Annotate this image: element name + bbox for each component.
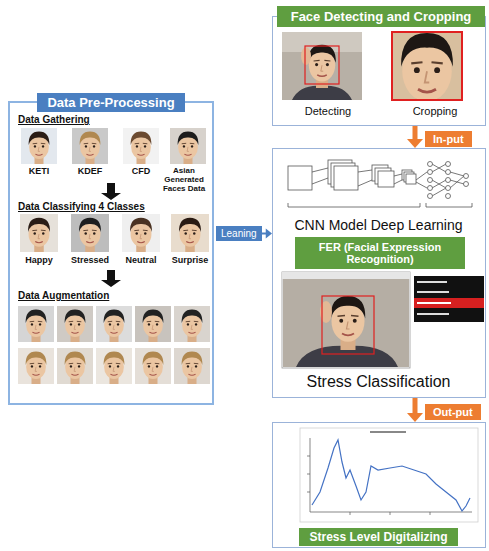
section-title: Data Augmentation bbox=[18, 290, 109, 301]
dataset-name-holder: Asian Generated Faces Data bbox=[155, 166, 213, 193]
section-title-holder: Data Classifying 4 Classes bbox=[18, 201, 145, 212]
panel-text: Stress Classification bbox=[306, 373, 450, 390]
image-caption: Cropping bbox=[413, 105, 458, 117]
flow-arrow bbox=[262, 229, 272, 239]
dataset-name: KETI bbox=[29, 166, 50, 176]
dataset-name-holder: CFD bbox=[123, 166, 159, 176]
process-panel: Data Pre-Processing bbox=[8, 101, 214, 405]
section-title: Data Classifying 4 Classes bbox=[18, 201, 145, 212]
section-title-holder: Data Gathering bbox=[18, 114, 90, 125]
panel-heading-holder: Face Detecting and Cropping bbox=[277, 6, 485, 27]
panel-heading-holder: Stress Level Digitalizing bbox=[273, 527, 484, 546]
arrow-shaft bbox=[413, 398, 418, 414]
class-name: Surprise bbox=[172, 255, 209, 265]
class-name-holder: Neutral bbox=[116, 255, 166, 265]
panel-heading: Data Pre-Processing bbox=[37, 93, 184, 112]
arrow-head bbox=[407, 413, 423, 422]
tag-text: Leaning bbox=[221, 228, 257, 239]
class-name: Neutral bbox=[125, 255, 156, 265]
flow-label-holder: Out-put bbox=[425, 402, 481, 420]
flow-arrow bbox=[407, 126, 423, 148]
arrow-head bbox=[407, 139, 423, 148]
class-name-holder: Happy bbox=[14, 255, 64, 265]
dataset-name: KDEF bbox=[78, 166, 103, 176]
panel-text: CNN Model Deep Learning bbox=[294, 217, 462, 233]
process-panel: CNN Model Deep LearningStress Classifica… bbox=[272, 148, 486, 398]
class-name-holder: Surprise bbox=[167, 255, 213, 265]
image-caption-holder: Detecting bbox=[273, 105, 383, 117]
panel-heading: Face Detecting and Cropping bbox=[277, 6, 485, 27]
flow-arrow bbox=[407, 398, 423, 422]
arrow-shaft bbox=[413, 126, 418, 140]
fer-box: FER (Facial Expression Recognition) bbox=[295, 237, 465, 269]
box-text: FER (Facial Expression Recognition) bbox=[301, 241, 459, 265]
learning-tag: Leaning bbox=[216, 226, 262, 241]
image-caption: Detecting bbox=[305, 105, 351, 117]
flow-label: In-put bbox=[425, 131, 472, 147]
flow-label: Out-put bbox=[425, 404, 481, 420]
process-panel: Face Detecting and CroppingDetectingCrop… bbox=[272, 16, 486, 126]
panel-heading-holder: Data Pre-Processing bbox=[10, 93, 212, 112]
class-name-holder: Stressed bbox=[65, 255, 115, 265]
class-name: Stressed bbox=[71, 255, 109, 265]
class-name: Happy bbox=[25, 255, 53, 265]
dataset-name-holder: KETI bbox=[21, 166, 57, 176]
dataset-name-holder: KDEF bbox=[72, 166, 108, 176]
section-title: Data Gathering bbox=[18, 114, 90, 125]
arrow-shaft bbox=[262, 233, 267, 235]
image-caption-holder: Cropping bbox=[383, 105, 487, 117]
dataset-name: Asian Generated Faces Data bbox=[163, 166, 205, 193]
panel-text-holder: CNN Model Deep Learning bbox=[273, 217, 484, 233]
flow-label-holder: In-put bbox=[425, 129, 472, 147]
dataset-name: CFD bbox=[132, 166, 151, 176]
panel-heading: Stress Level Digitalizing bbox=[299, 528, 457, 546]
panel-text-holder: Stress Classification bbox=[273, 373, 484, 391]
process-panel: Stress Level Digitalizing bbox=[272, 422, 486, 548]
section-title-holder: Data Augmentation bbox=[18, 290, 109, 301]
